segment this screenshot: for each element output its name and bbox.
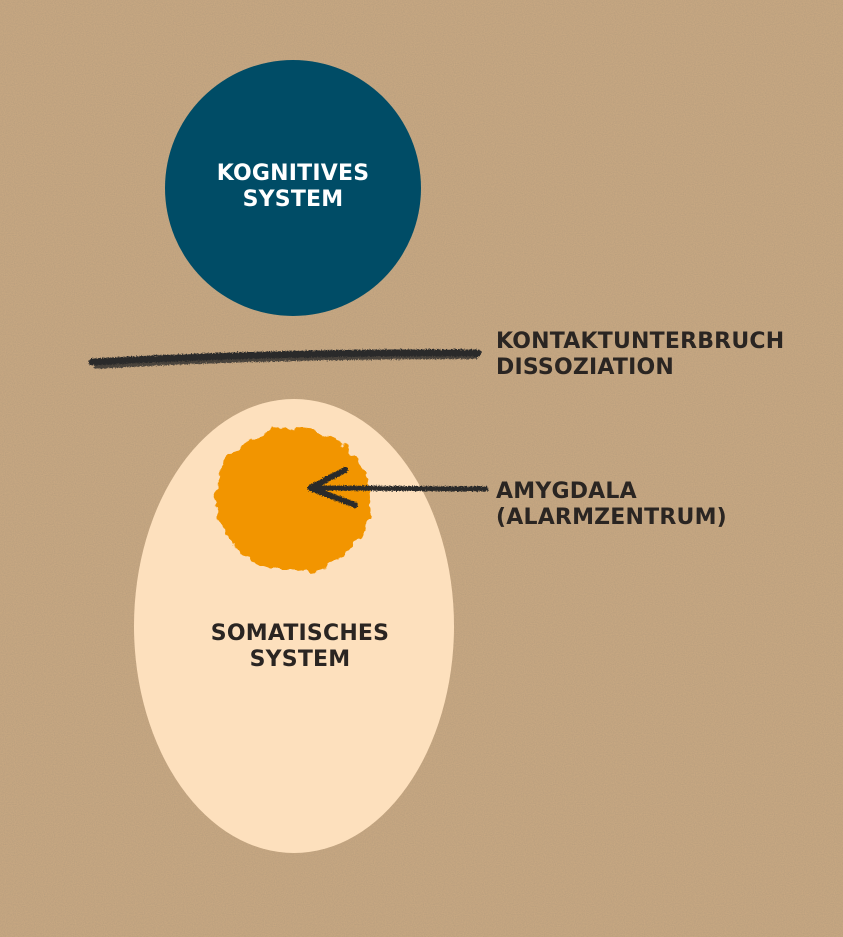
somatic-system-ellipse [134, 399, 454, 853]
dissociation-label-line1: KONTAKTUNTERBRUCH [496, 329, 785, 354]
somatic-system-label-line2: SYSTEM [249, 646, 351, 672]
somatic-system-label: SOMATISCHES SYSTEM [211, 621, 389, 673]
dissociation-label-line2: DISSOZIATION [496, 354, 675, 380]
cognitive-system-label-line2: SYSTEM [242, 186, 344, 212]
cognitive-system-circle [165, 60, 421, 316]
amygdala-label-line1: AMYGDALA [496, 479, 637, 504]
dissociation-label: KONTAKTUNTERBRUCH DISSOZIATION [496, 329, 784, 381]
amygdala-blob [215, 428, 371, 572]
somatic-system-label-line1: SOMATISCHES [210, 621, 390, 646]
cognitive-system-label-line1: KOGNITIVES [216, 161, 370, 186]
amygdala-label-line2: (ALARMZENTRUM) [496, 504, 727, 530]
cognitive-system-label: KOGNITIVES SYSTEM [217, 161, 370, 213]
dissociation-line [88, 349, 482, 369]
amygdala-label: AMYGDALA (ALARMZENTRUM) [496, 479, 727, 531]
amygdala-arrow [307, 467, 489, 508]
